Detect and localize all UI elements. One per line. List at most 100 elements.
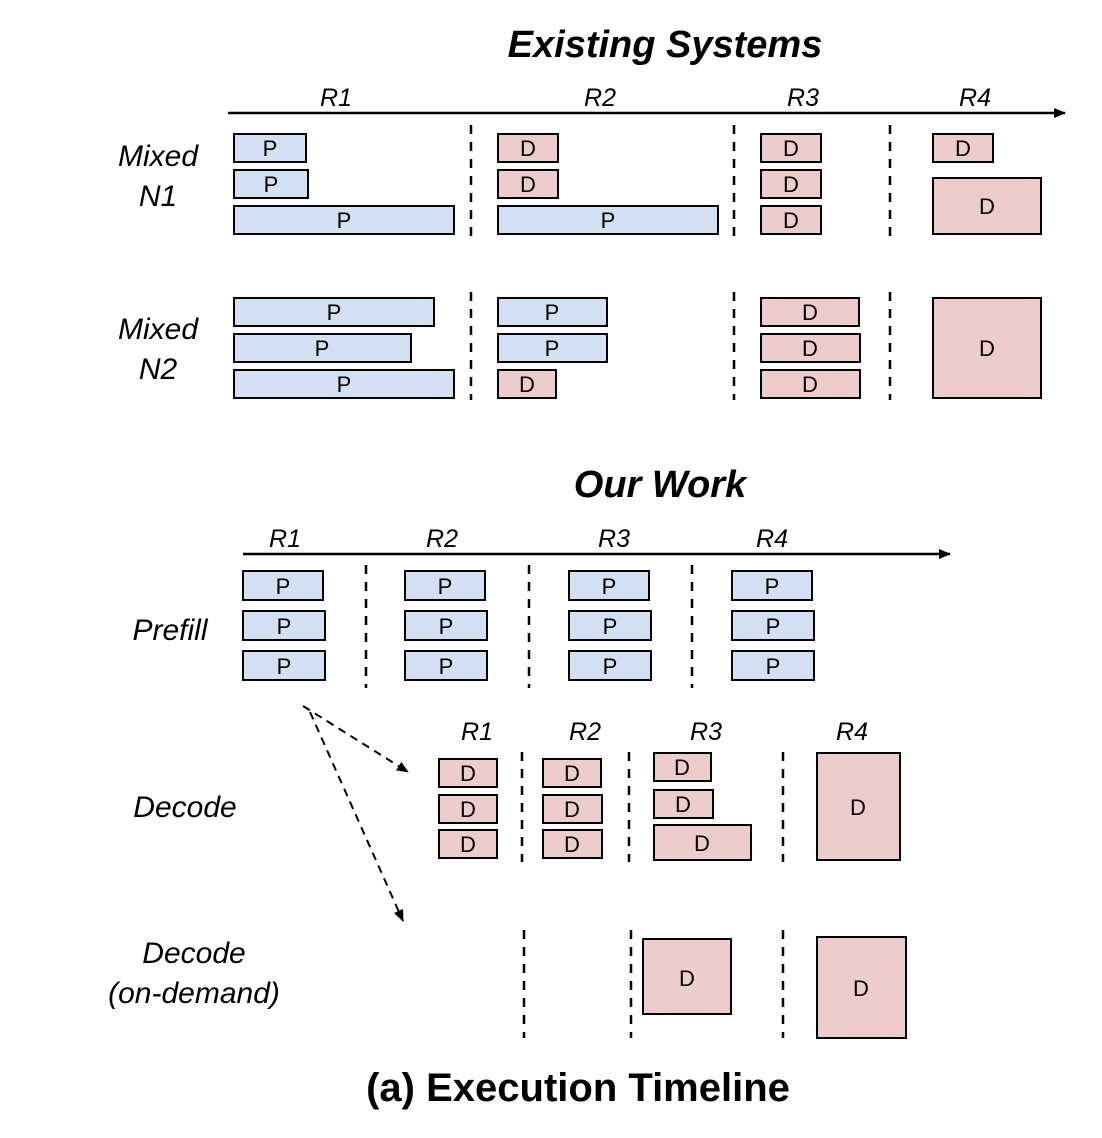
block-label: P [603,654,618,679]
block-label: D [802,336,818,361]
our-work-title: Our Work [574,464,748,506]
block-label: P [337,372,352,397]
decode-block [642,938,732,1015]
row-label-decode-on-demand: Decode [142,937,245,970]
existing-round-label: R3 [787,84,819,112]
block-label: D [675,792,691,817]
block-label: D [460,761,476,786]
decode-round-label: R1 [461,718,493,746]
prefill-block [731,650,815,681]
decode-block [542,758,602,788]
prefill-block [568,570,650,601]
block-label: P [603,614,618,639]
prefill-block [568,650,652,681]
decode-block [653,752,712,782]
our-work-round-label: R2 [426,525,458,553]
block-label: P [315,336,330,361]
decode-round-label: R4 [836,718,868,746]
decode-round-label: R2 [569,718,601,746]
block-label: D [460,832,476,857]
block-label: D [783,172,799,197]
block-label: D [853,976,869,1001]
decode-block [438,794,498,824]
dispatch-arrow [309,711,404,922]
row-label-prefill: Prefill [132,614,208,647]
dispatch-arrow [302,705,409,773]
block-label: P [766,614,781,639]
row-label-decode: Decode [133,791,236,824]
block-label: P [263,136,278,161]
prefill-block [568,610,652,641]
decode-block [542,829,603,859]
prefill-block [497,205,719,235]
our-work-round-label: R1 [269,525,301,553]
prefill-block [233,333,412,363]
decode-round-label: R3 [690,718,722,746]
decode-block [760,169,822,199]
block-label: D [783,208,799,233]
block-label: P [545,300,560,325]
block-label: P [277,654,292,679]
block-label: D [850,795,866,820]
block-label: P [277,614,292,639]
decode-block [816,752,901,861]
prefill-block [731,570,813,601]
block-label: D [979,336,995,361]
block-label: P [602,574,617,599]
prefill-block [242,650,326,681]
prefill-block [404,610,488,641]
decode-block [497,169,559,199]
decode-block [760,369,861,399]
decode-block [653,824,752,861]
decode-block [932,133,994,163]
decode-block [760,333,861,363]
existing-round-label: R1 [320,84,352,112]
block-label: D [460,797,476,822]
decode-block [932,177,1042,235]
block-label: D [520,172,536,197]
decode-block [438,829,498,859]
decode-block [653,789,714,819]
block-label: D [519,372,535,397]
block-label: D [694,831,710,856]
block-label: P [327,300,342,325]
block-label: P [601,208,616,233]
figure-caption: (a) Execution Timeline [366,1066,790,1110]
existing-systems-title: Existing Systems [508,24,823,66]
block-label: D [979,194,995,219]
prefill-block [233,133,307,163]
row-label-mixed-n1: Mixed [118,140,199,173]
block-label: P [545,336,560,361]
row-label-decode-on-demand: (on-demand) [108,977,280,1010]
our-work-section: Our Work R1 R2 R3 R4 Prefill P P P P P P… [108,464,951,1039]
block-label: P [439,614,454,639]
existing-round-label: R2 [584,84,616,112]
row-label-mixed-n1: N1 [139,180,177,213]
block-label: D [520,136,536,161]
decode-block [542,794,603,824]
block-label: D [955,136,971,161]
row-label-mixed-n2: N2 [139,353,178,386]
decode-block [497,369,557,399]
our-work-round-label: R4 [756,525,788,553]
decode-block [497,133,559,163]
prefill-block [233,169,309,199]
decode-block [816,936,907,1039]
prefill-block [233,205,455,235]
block-label: P [264,172,279,197]
decode-block [760,133,822,163]
block-label: P [276,574,291,599]
block-label: D [783,136,799,161]
block-label: D [674,755,690,780]
block-label: D [802,300,818,325]
prefill-block [233,297,435,327]
block-label: D [564,761,580,786]
block-label: P [439,654,454,679]
prefill-block [242,610,326,641]
existing-systems-section: Existing Systems R1 R2 R3 R4 Mixed N1 P … [118,24,1066,400]
prefill-block [404,650,488,681]
block-label: P [438,574,453,599]
block-label: P [766,654,781,679]
block-label: D [564,797,580,822]
